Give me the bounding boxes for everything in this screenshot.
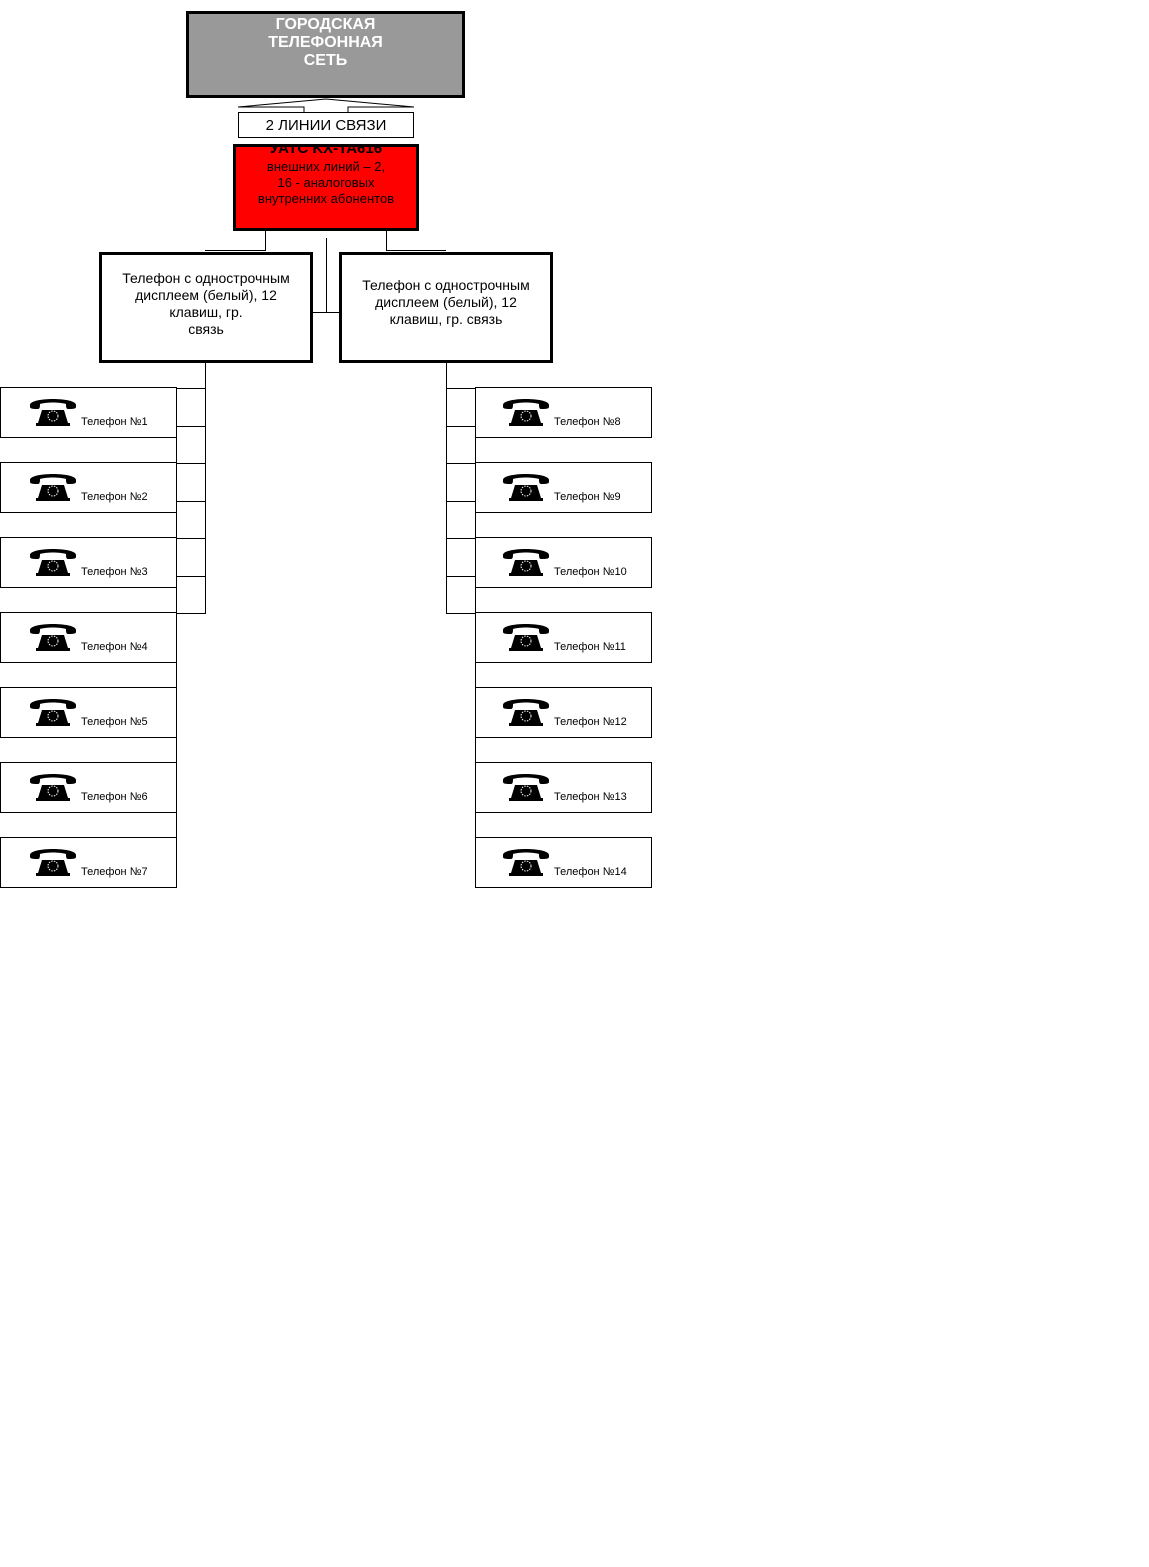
- connector-line: [447, 426, 475, 427]
- phone-box: Телефон №14: [475, 837, 652, 888]
- phone-label: Телефон №13: [554, 791, 627, 803]
- telephone-icon: [503, 699, 549, 726]
- telephone-icon: [503, 399, 549, 426]
- phone-label: Телефон №8: [554, 416, 621, 428]
- connector-line: [312, 312, 341, 313]
- phone-box: Телефон №5: [0, 687, 177, 738]
- system-phone-left-line3: клавиш, гр.: [169, 304, 243, 320]
- phone-box: Телефон №11: [475, 612, 652, 663]
- phone-box: Телефон №8: [475, 387, 652, 438]
- pbx-line2: 16 - аналоговых: [277, 175, 375, 190]
- phone-box: Телефон №2: [0, 462, 177, 513]
- phone-label: Телефон №4: [81, 641, 148, 653]
- connector-line: [177, 576, 205, 577]
- connector-line: [265, 231, 266, 251]
- telephone-icon: [503, 849, 549, 876]
- connector-line: [177, 501, 205, 502]
- connector-line: [447, 613, 475, 614]
- pbx-description: внешних линий – 2, 16 - аналоговых внутр…: [236, 159, 416, 207]
- system-phone-right-line2: дисплеем (белый), 12: [375, 294, 517, 310]
- system-phone-left-line1: Телефон с однострочным: [122, 270, 290, 286]
- telephone-icon: [503, 549, 549, 576]
- pbx-box: УАТС KX-TA616 внешних линий – 2, 16 - ан…: [233, 144, 419, 231]
- phone-box: Телефон №4: [0, 612, 177, 663]
- connector-line: [205, 250, 266, 251]
- telephone-icon: [503, 624, 549, 651]
- telephone-icon: [30, 624, 76, 651]
- connector-line: [386, 250, 446, 251]
- connector-line: [177, 538, 205, 539]
- connector-line: [386, 231, 387, 251]
- telephone-icon: [503, 774, 549, 801]
- city-network-line1: ГОРОДСКАЯ: [275, 16, 376, 33]
- connector-line: [447, 463, 475, 464]
- link-label: 2 ЛИНИИ СВЯЗИ: [265, 117, 387, 134]
- pbx-line3: внутренних абонентов: [257, 191, 395, 206]
- system-phone-left-line2: дисплеем (белый), 12: [135, 287, 277, 303]
- connector-line: [447, 501, 475, 502]
- telephone-icon: [30, 549, 76, 576]
- phone-label: Телефон №1: [81, 416, 148, 428]
- phone-label: Телефон №11: [554, 641, 626, 653]
- telephone-icon: [30, 774, 76, 801]
- telephone-icon: [30, 849, 76, 876]
- telephone-icon: [30, 399, 76, 426]
- phone-box: Телефон №6: [0, 762, 177, 813]
- pbx-model: УАТС KX-TA616: [269, 144, 383, 157]
- connector-line: [326, 238, 327, 313]
- connector-line: [447, 388, 475, 389]
- city-network-line2: ТЕЛЕФОННАЯ: [268, 34, 383, 51]
- telephone-icon: [30, 474, 76, 501]
- telephone-icon: [30, 699, 76, 726]
- pbx-line1: внешних линий – 2,: [266, 159, 386, 174]
- phone-label: Телефон №6: [81, 791, 148, 803]
- connector-line: [177, 613, 205, 614]
- connector-line: [177, 463, 205, 464]
- phone-box: Телефон №13: [475, 762, 652, 813]
- phone-label: Телефон №7: [81, 866, 148, 878]
- phone-label: Телефон №10: [554, 566, 627, 578]
- trunk-line-left: [205, 363, 206, 614]
- trunk-line-right: [446, 363, 447, 614]
- connector-line: [177, 388, 205, 389]
- city-network-line3: СЕТЬ: [303, 52, 348, 69]
- phone-box: Телефон №9: [475, 462, 652, 513]
- phone-label: Телефон №9: [554, 491, 621, 503]
- system-phone-right-line3: клавиш, гр. связь: [389, 311, 503, 327]
- phone-label: Телефон №3: [81, 566, 148, 578]
- phone-box: Телефон №12: [475, 687, 652, 738]
- system-phone-right-line1: Телефон с однострочным: [362, 277, 530, 293]
- system-phone-left: Телефон с однострочным дисплеем (белый),…: [99, 252, 313, 363]
- phone-label: Телефон №2: [81, 491, 148, 503]
- system-phone-right: Телефон с однострочным дисплеем (белый),…: [339, 252, 553, 363]
- phone-label: Телефон №14: [554, 866, 627, 878]
- telephone-icon: [503, 474, 549, 501]
- link-label-box: 2 ЛИНИИ СВЯЗИ: [238, 112, 414, 138]
- phone-box: Телефон №1: [0, 387, 177, 438]
- city-network-box: ГОРОДСКАЯ ТЕЛЕФОННАЯ СЕТЬ: [186, 11, 465, 98]
- connector-line: [177, 426, 205, 427]
- connector-line: [447, 576, 475, 577]
- system-phone-left-line4: связь: [188, 321, 224, 337]
- phone-label: Телефон №5: [81, 716, 148, 728]
- connector-line: [447, 538, 475, 539]
- phone-box: Телефон №3: [0, 537, 177, 588]
- phone-box: Телефон №10: [475, 537, 652, 588]
- phone-box: Телефон №7: [0, 837, 177, 888]
- phone-label: Телефон №12: [554, 716, 627, 728]
